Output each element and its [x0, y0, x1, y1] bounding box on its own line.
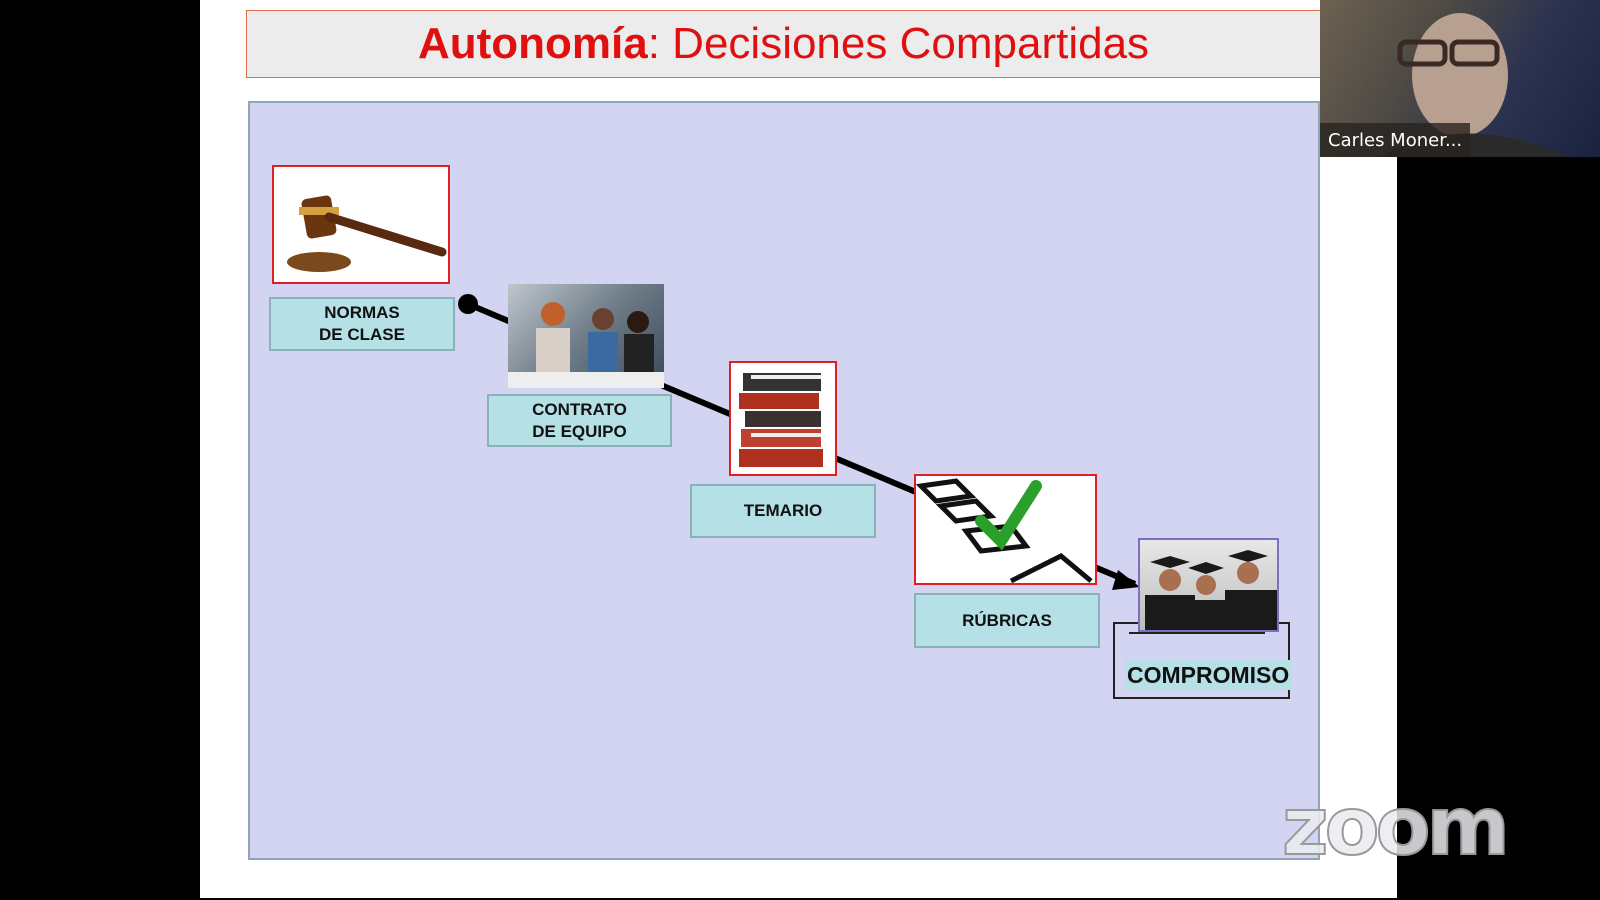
- step-label-compromiso: COMPROMISO: [1125, 660, 1292, 690]
- compromiso-box: COMPROMISO: [1113, 622, 1292, 699]
- title-rest: : Decisiones Compartidas: [647, 19, 1150, 68]
- graduates-image: [1138, 538, 1279, 632]
- participant-name: Carles Moner...: [1320, 123, 1471, 157]
- step-label-temario: TEMARIO: [690, 484, 876, 538]
- gavel-image: [272, 165, 450, 284]
- step-label-rubricas: RÚBRICAS: [914, 593, 1100, 648]
- zoom-watermark-logo: zoom: [1281, 779, 1511, 874]
- books-image: [729, 361, 837, 476]
- step-label-contrato: CONTRATO DE EQUIPO: [487, 394, 672, 447]
- checklist-image: [914, 474, 1097, 585]
- students-team-image: [508, 284, 664, 388]
- title-bold: Autonomía: [417, 19, 648, 68]
- step-label-normas: NORMAS DE CLASE: [269, 297, 455, 351]
- start-dot: [458, 294, 478, 314]
- arrow-head-icon: [1112, 570, 1140, 590]
- check-icon: [975, 480, 1042, 551]
- slide-title: Autonomía: Decisiones Compartidas: [246, 10, 1320, 78]
